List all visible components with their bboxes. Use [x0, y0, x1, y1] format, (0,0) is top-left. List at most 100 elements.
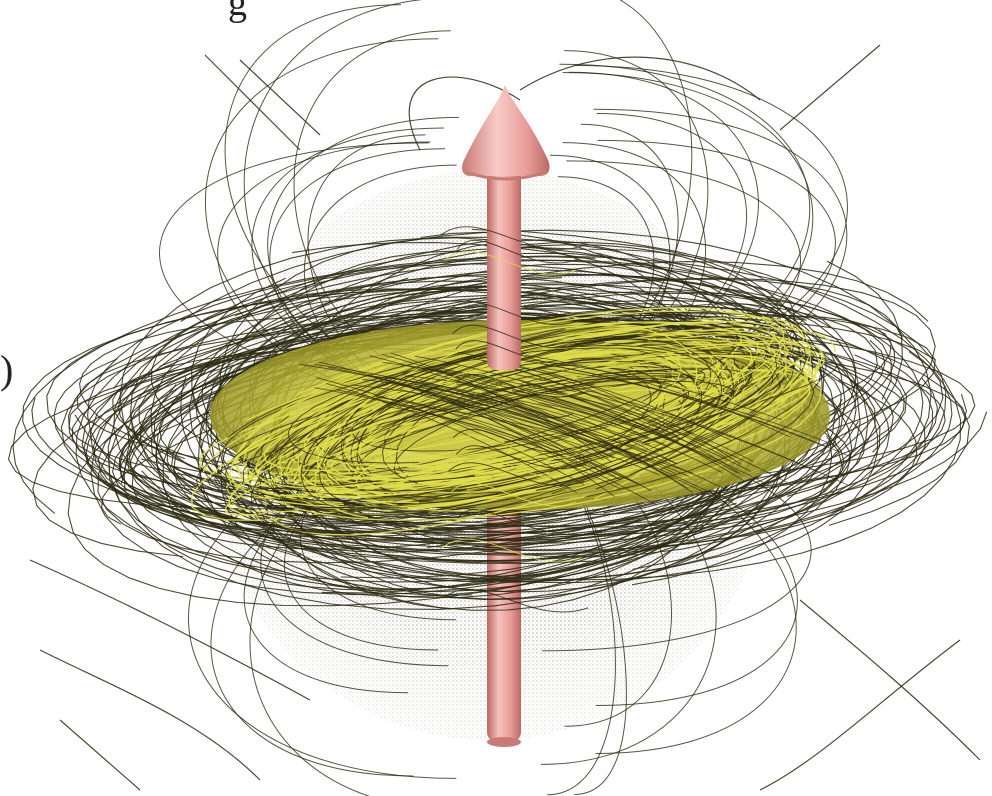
field-line — [303, 377, 473, 467]
field-line — [228, 354, 811, 508]
field-line — [236, 321, 755, 506]
field-line — [316, 415, 548, 481]
field-line — [153, 294, 816, 551]
field-line — [31, 330, 934, 541]
field-line — [391, 352, 613, 463]
field-line — [150, 299, 878, 506]
field-line — [440, 226, 584, 250]
field-line — [448, 301, 579, 326]
field-line — [315, 377, 585, 485]
field-line — [553, 345, 723, 485]
field-line — [224, 343, 812, 499]
field-line — [457, 509, 587, 533]
field-line — [386, 406, 640, 486]
field-line — [442, 397, 720, 501]
field-line — [759, 639, 961, 791]
field-line — [318, 361, 563, 456]
field-line — [75, 256, 859, 583]
field-line — [799, 599, 981, 761]
field-line — [534, 367, 742, 465]
field-line — [452, 428, 572, 453]
field-line — [455, 340, 585, 364]
field-line — [107, 246, 846, 610]
field-line — [525, 354, 790, 438]
field-line — [112, 288, 853, 582]
field-line — [12, 255, 947, 514]
field-line — [87, 259, 924, 476]
field-line — [339, 337, 712, 441]
field-line — [314, 387, 622, 481]
field-line — [32, 277, 936, 558]
field-line — [328, 324, 698, 450]
field-line — [480, 393, 693, 493]
field-line — [456, 445, 587, 469]
field-line — [451, 482, 576, 507]
cropped-text-left: ) — [0, 347, 14, 392]
field-line — [299, 364, 610, 449]
field-line — [351, 384, 648, 453]
field-line — [449, 435, 579, 460]
cropped-text-top: g — [228, 0, 247, 24]
field-line — [441, 538, 581, 563]
field-line — [519, 56, 761, 101]
field-line — [437, 367, 717, 463]
field-line — [399, 388, 652, 492]
field-line — [382, 402, 694, 474]
field-line — [506, 357, 827, 448]
field-line — [255, 399, 473, 489]
field-line — [81, 308, 970, 564]
field-line — [235, 307, 793, 504]
field-line — [155, 269, 815, 596]
field-line — [204, 54, 301, 151]
field-line — [108, 274, 859, 579]
field-line — [452, 324, 582, 349]
field-line — [22, 288, 938, 540]
field-line — [29, 559, 311, 701]
field-line — [456, 373, 585, 398]
field-line — [408, 76, 521, 151]
field-line — [53, 358, 918, 552]
field-line — [270, 320, 796, 519]
field-line — [141, 229, 932, 583]
field-line — [39, 649, 261, 781]
field-line — [405, 375, 649, 438]
field-line — [365, 375, 650, 446]
field-line — [287, 347, 667, 464]
field-line — [352, 339, 760, 488]
field-line — [67, 261, 929, 607]
field-line — [396, 397, 657, 506]
field-line — [59, 719, 141, 791]
field-line — [444, 251, 576, 275]
field-line — [224, 410, 756, 509]
field-line — [244, 244, 802, 580]
field-line — [242, 339, 778, 502]
field-lines-front — [440, 226, 589, 613]
field-line — [539, 367, 837, 447]
field-line — [83, 319, 876, 548]
field-line — [336, 389, 621, 490]
field-line — [556, 354, 775, 422]
field-line — [259, 326, 807, 480]
field-line — [457, 351, 678, 431]
field-line — [325, 382, 577, 494]
field-line — [90, 235, 903, 596]
field-line — [79, 315, 865, 490]
field-line — [196, 415, 355, 509]
field-line — [391, 381, 617, 478]
field-line — [117, 364, 845, 528]
field-line — [458, 453, 573, 478]
field-line — [452, 394, 574, 419]
field-line — [314, 327, 627, 519]
field-line — [518, 379, 745, 482]
field-line — [292, 242, 879, 584]
field-line — [239, 59, 321, 136]
field-line — [228, 340, 825, 518]
field-line — [328, 366, 604, 460]
field-line — [448, 462, 585, 486]
field-line — [443, 588, 589, 613]
field-line — [496, 395, 723, 474]
field-line — [492, 355, 782, 421]
magnetic-moment-arrow — [462, 85, 550, 370]
